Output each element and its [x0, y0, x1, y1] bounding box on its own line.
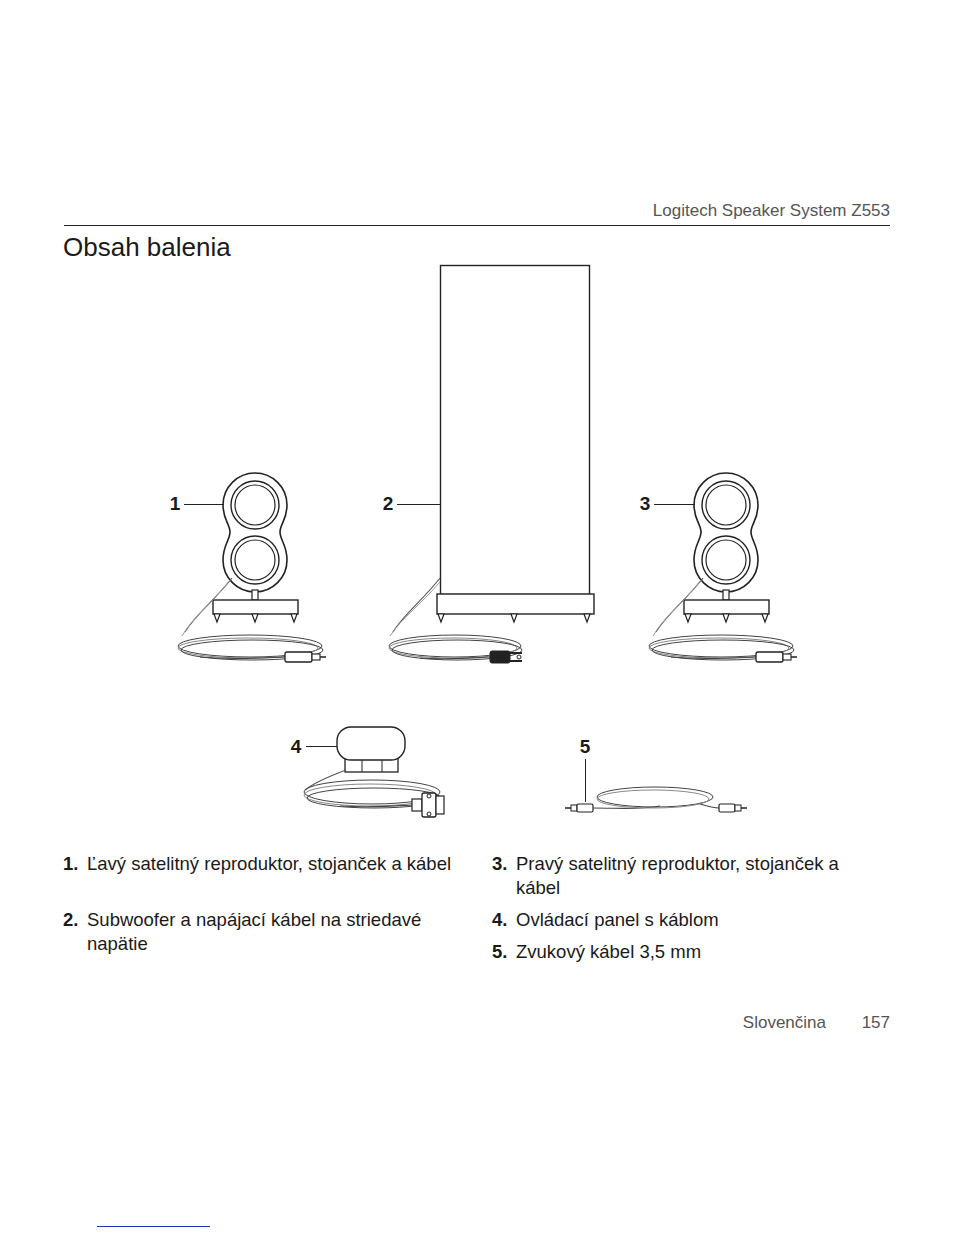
- callout-number: 3: [639, 492, 652, 516]
- list-item: Subwoofer a napájací kábel na striedavé …: [87, 908, 462, 955]
- callout-number: 2: [382, 492, 395, 516]
- page-number: 157: [862, 1012, 890, 1034]
- callout-number: 1: [169, 492, 182, 516]
- list-item: Pravý satelitný reproduktor, stojanček a…: [516, 852, 886, 899]
- page-title: Obsah balenia: [63, 231, 231, 264]
- list-item: Ovládací panel s káblom: [516, 908, 886, 932]
- callout-number: 4: [290, 735, 303, 759]
- list-number: 4.: [492, 908, 507, 932]
- running-header: Logitech Speaker System Z553: [653, 200, 890, 222]
- callout-number: 5: [579, 735, 592, 759]
- list-number: 3.: [492, 852, 507, 876]
- list-number: 1.: [63, 852, 78, 876]
- list-number: 2.: [63, 908, 78, 932]
- list-item: Ľavý satelitný reproduktor, stojanček a …: [87, 852, 462, 876]
- list-item: Zvukový kábel 3,5 mm: [516, 940, 886, 964]
- footer-language: Slovenčina: [743, 1012, 826, 1034]
- list-number: 5.: [492, 940, 507, 964]
